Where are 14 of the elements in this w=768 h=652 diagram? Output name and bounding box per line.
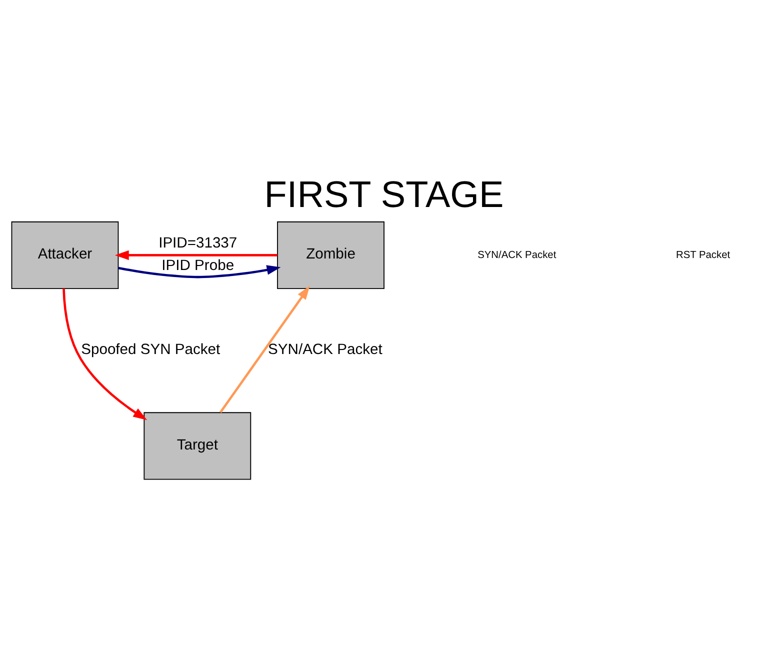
- arrow: [114, 250, 278, 260]
- node-box: Attacker: [11, 220, 119, 288]
- arrow: [220, 285, 310, 413]
- arrow: [118, 264, 281, 278]
- label: SYN/ACK Packet: [478, 249, 556, 260]
- node-box: Target: [144, 412, 252, 480]
- edge-label: SYN/ACK Packet: [268, 342, 382, 358]
- node-box: Zombie: [277, 220, 384, 288]
- diagram-title: FIRST STAGE: [264, 172, 504, 215]
- label: RST Packet: [676, 249, 730, 260]
- edge-label: IPID=31337: [158, 235, 238, 252]
- edge-label: Spoofed SYN Packet: [81, 342, 220, 358]
- arrow: [62, 288, 148, 420]
- edge-label: IPID Probe: [162, 257, 234, 274]
